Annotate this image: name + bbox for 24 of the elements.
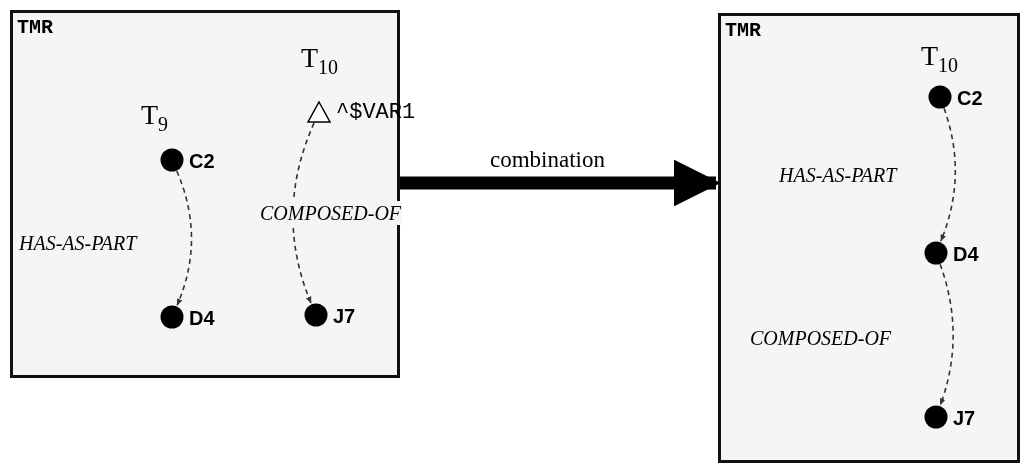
arrow	[939, 263, 954, 406]
dot	[924, 405, 948, 429]
frame-box	[718, 13, 1020, 463]
dot	[928, 85, 952, 109]
frame-title: TMR	[17, 17, 53, 39]
arrow	[175, 170, 193, 306]
triangle-marker	[307, 100, 331, 124]
node-label: J7	[333, 305, 356, 327]
group-label: T$_{9}$	[141, 100, 169, 137]
node-label: J7	[953, 407, 976, 429]
node-label: C2	[957, 87, 983, 109]
group-label: T$_{10}$	[301, 43, 339, 80]
node-label: D4	[189, 307, 215, 329]
node-label: C2	[189, 150, 215, 172]
group-label: T$_{10}$	[921, 41, 959, 78]
dot	[924, 241, 948, 265]
node-label: D4	[953, 243, 979, 265]
dot	[160, 148, 184, 172]
arrow	[940, 107, 957, 242]
dot	[160, 305, 184, 329]
dot	[304, 303, 328, 327]
arrow	[292, 122, 315, 304]
frame-title: TMR	[725, 20, 761, 42]
edge-label: COMPOSED-OF	[259, 201, 403, 225]
